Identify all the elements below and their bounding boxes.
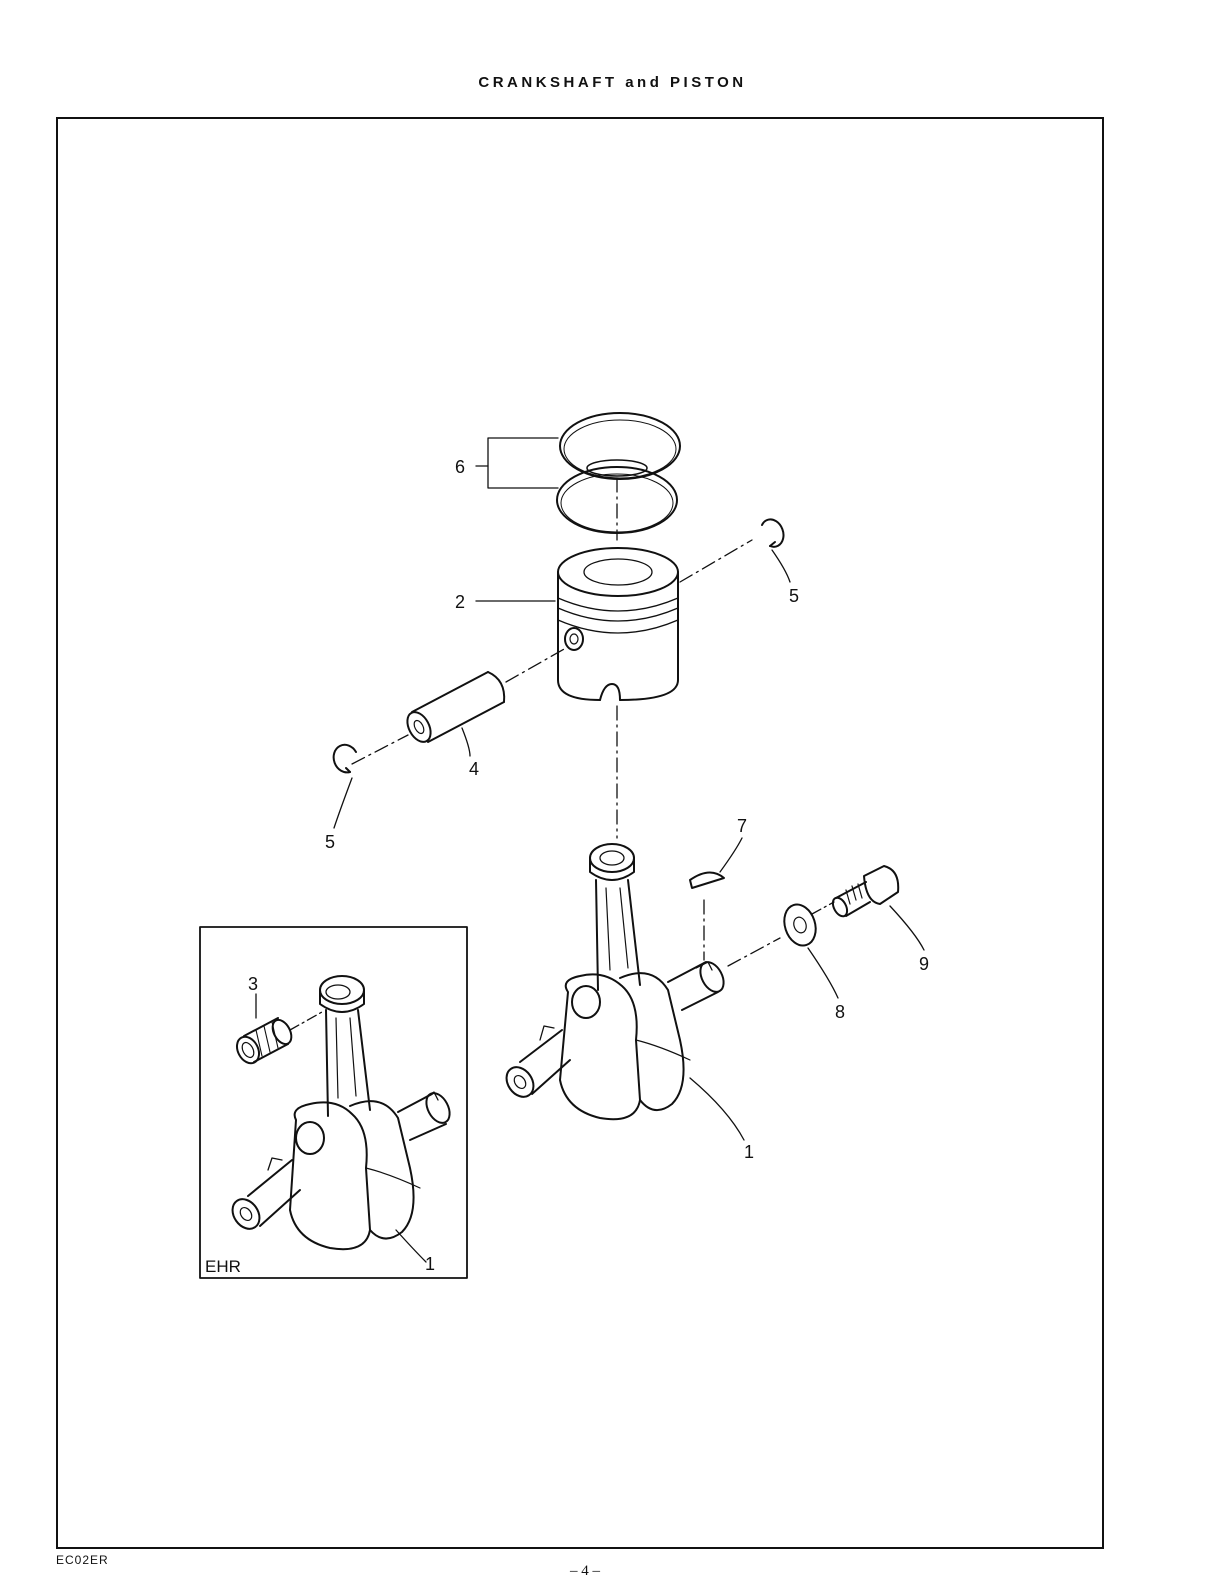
callout-washer: 8 — [835, 1002, 845, 1022]
callout-crankshaft: 1 — [744, 1142, 754, 1162]
needle-bearing — [235, 1017, 293, 1065]
callout-piston-pin: 4 — [469, 759, 479, 779]
crank-nut — [831, 865, 900, 918]
piston-rings — [556, 412, 681, 534]
crankshaft-ehr — [231, 975, 451, 1251]
callout-piston-rings: 6 — [455, 457, 465, 477]
callout-piston: 2 — [455, 592, 465, 612]
callout-circlip-left: 5 — [325, 832, 335, 852]
page-title: CRANKSHAFT and PISTON — [478, 74, 747, 91]
footer-code: EC02ER — [56, 1553, 109, 1567]
callout-bearing: 3 — [248, 974, 258, 994]
callout-key: 7 — [737, 816, 747, 836]
piston — [557, 547, 679, 701]
diagram-frame — [56, 117, 1104, 1549]
crankshaft-main — [505, 843, 725, 1121]
woodruff-key — [689, 871, 725, 889]
circlip-left — [332, 743, 357, 774]
ehr-inset-box — [199, 926, 468, 1279]
callout-crankshaft-ehr: 1 — [425, 1254, 435, 1274]
circlip-right — [761, 518, 785, 548]
inset-label: EHR — [205, 1257, 241, 1276]
piston-pin — [406, 671, 506, 743]
washer — [783, 903, 817, 947]
page-number: – 4 – — [570, 1563, 600, 1579]
callout-nut: 9 — [919, 954, 929, 974]
callout-circlip-right: 5 — [789, 586, 799, 606]
